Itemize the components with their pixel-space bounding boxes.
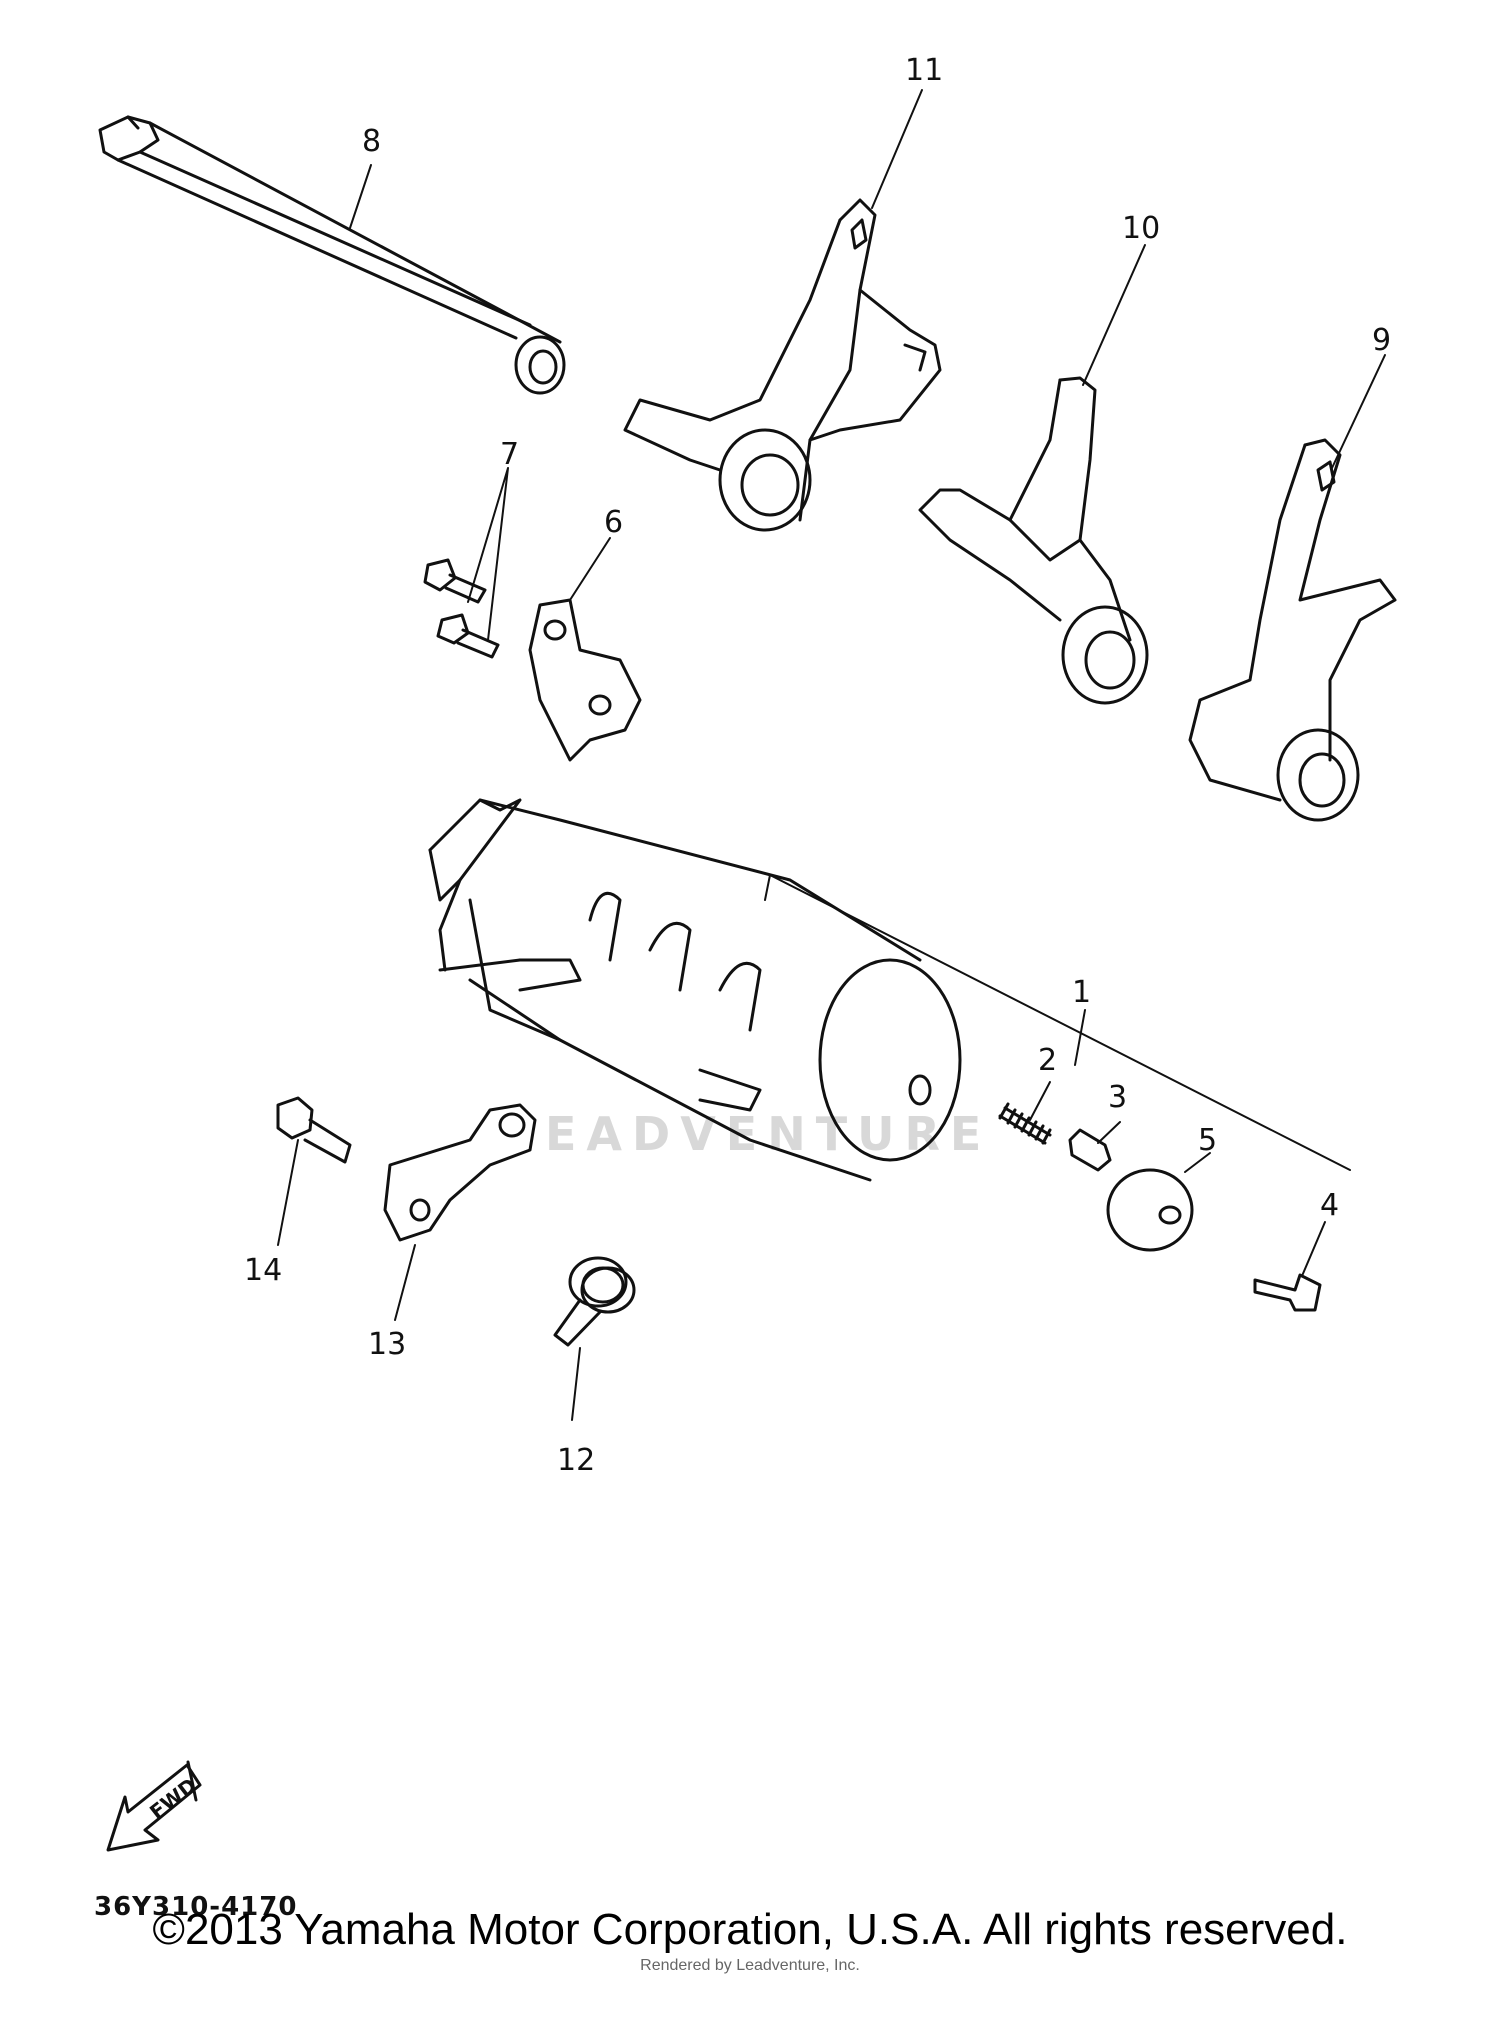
part-5-washer[interactable]	[1106, 1168, 1194, 1252]
part-1-shift-drum[interactable]	[428, 798, 962, 1182]
callout-10: 10	[1122, 211, 1160, 246]
part-3-pin[interactable]	[1068, 1128, 1112, 1172]
part-4-screw[interactable]	[1253, 1273, 1322, 1312]
callouts: 1 2 3 4 5 6 7 8 9 10 11 12 13 14	[244, 53, 1391, 1478]
part-10-shift-fork[interactable]	[918, 376, 1149, 705]
callout-8: 8	[362, 124, 381, 159]
part-7-screws[interactable]	[423, 558, 500, 659]
part-12-torsion-spring[interactable]	[553, 1256, 636, 1347]
watermark-text: EADVENTURE	[545, 1107, 991, 1161]
callout-9: 9	[1372, 323, 1391, 358]
leader-lines	[277, 89, 1386, 1421]
rendered-by-notice: Rendered by Leadventure, Inc.	[640, 1957, 860, 1974]
callout-5: 5	[1198, 1123, 1217, 1158]
part-9-shift-fork[interactable]	[1188, 438, 1397, 822]
part-6-plate[interactable]	[528, 598, 642, 762]
part-14-bolt[interactable]	[276, 1096, 352, 1164]
callout-7: 7	[500, 437, 519, 472]
callout-4: 4	[1320, 1188, 1339, 1223]
callout-1: 1	[1072, 975, 1091, 1010]
part-13-lever[interactable]	[383, 1103, 537, 1242]
callout-2: 2	[1038, 1043, 1057, 1078]
callout-3: 3	[1108, 1080, 1127, 1115]
part-2-spring[interactable]	[998, 1102, 1052, 1145]
callout-12: 12	[557, 1443, 595, 1478]
callout-6: 6	[604, 505, 623, 540]
fwd-arrow-icon: FWD	[106, 1760, 202, 1852]
part-8-shift-shaft[interactable]	[98, 115, 566, 395]
part-11-shift-fork[interactable]	[623, 198, 942, 532]
callout-14: 14	[244, 1253, 282, 1288]
drawing-code: 36Y310-4170	[94, 1892, 297, 1922]
callout-13: 13	[368, 1327, 406, 1362]
callout-11: 11	[905, 53, 943, 88]
copyright-notice: ©2013 Yamaha Motor Corporation, U.S.A. A…	[152, 1905, 1348, 1954]
